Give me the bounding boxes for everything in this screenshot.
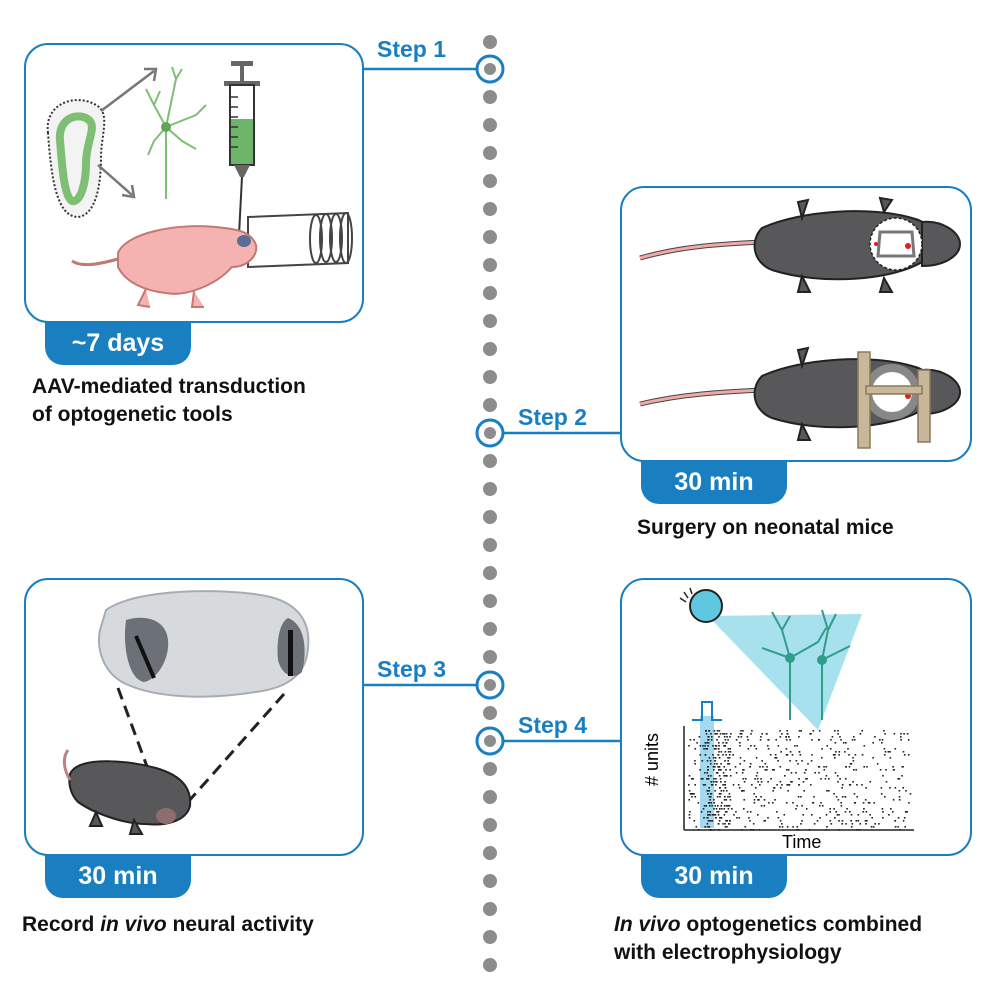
step3-caption: Record in vivo neural activity: [22, 911, 314, 939]
step4-caption-italic: In vivo: [614, 913, 681, 936]
step4-caption-line1-post: optogenetics combined: [680, 913, 923, 936]
step1-label: Step 1: [377, 36, 447, 62]
step4-label: Step 4: [518, 712, 588, 738]
raster-plot: [683, 701, 914, 831]
step4-caption-line1: In vivo optogenetics combined: [614, 911, 922, 939]
pup-icon: [71, 225, 258, 308]
step2-panel: [620, 186, 972, 462]
step3-caption-post: neural activity: [166, 913, 314, 936]
step1-panel: [24, 43, 364, 323]
mouse-bottom-icon: [639, 346, 962, 449]
mouse-top-icon: [639, 196, 962, 293]
step1-duration: ~7 days: [45, 321, 191, 365]
neuron-icon: [145, 66, 207, 199]
timeline-dots: [483, 35, 497, 972]
holder-tube-icon: [247, 211, 353, 269]
step2-label: Step 2: [518, 404, 588, 430]
recording-illustration: [62, 590, 310, 835]
raster-ylabel: # units: [642, 732, 662, 786]
step3-panel: [24, 578, 364, 856]
pup-icon: [62, 749, 192, 835]
step3-caption-italic: in vivo: [100, 913, 167, 936]
step2-duration: 30 min: [641, 460, 787, 504]
step3-caption-pre: Record: [22, 913, 101, 936]
step1-caption-line2: of optogenetic tools: [32, 403, 233, 426]
step4-duration: 30 min: [641, 854, 787, 898]
step3-duration: 30 min: [45, 854, 191, 898]
step4-panel: # units Time: [620, 578, 972, 856]
syringe-icon: [224, 61, 260, 236]
step4-caption: In vivo optogenetics combined with elect…: [614, 911, 922, 967]
step2-caption: Surgery on neonatal mice: [637, 516, 894, 539]
neonatal-surgery-illustration: [639, 196, 962, 449]
step1-caption: AAV-mediated transduction of optogenetic…: [32, 373, 306, 429]
aav-injection-illustration: [46, 61, 353, 308]
step4-caption-line2: with electrophysiology: [614, 941, 842, 964]
raster-xlabel: Time: [782, 832, 822, 852]
brain-section-icon: [46, 99, 106, 219]
step3-label: Step 3: [377, 656, 447, 682]
raster-spikes: [688, 730, 912, 831]
light-source-icon: [679, 587, 862, 730]
optogenetics-illustration: [679, 587, 914, 831]
step1-caption-line1: AAV-mediated transduction: [32, 375, 306, 398]
brain-icon: [98, 590, 310, 698]
neuron-icon: [761, 609, 851, 720]
